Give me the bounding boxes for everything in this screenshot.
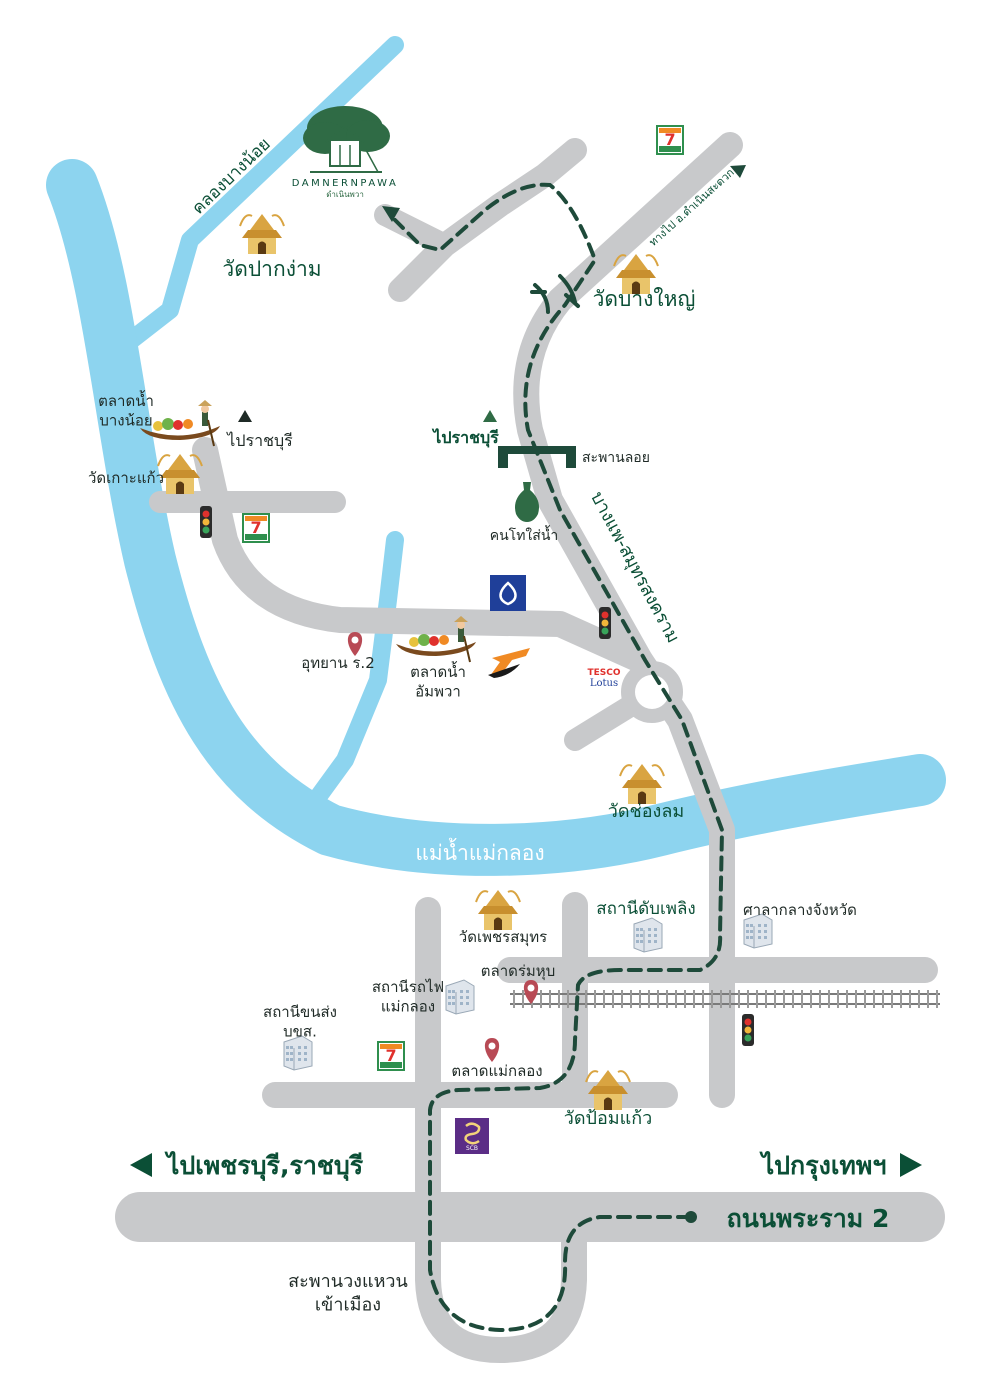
label-city-hall: ศาลากลางจังหวัด [743, 901, 857, 919]
label-to-ratchaburi-left: ไปราชบุรี [225, 431, 293, 451]
traffic-light-icon [742, 1014, 754, 1046]
mae-klong-river [46, 159, 946, 876]
building-icon [633, 917, 663, 953]
label-saphan-loi: สะพานลอย [582, 450, 650, 466]
ptt-station-icon [488, 648, 530, 678]
overpass-icon [498, 446, 576, 468]
label-ampawa-market: ตลาดน้ำอัมพวา [410, 661, 466, 701]
label-bang-noi-market: ตลาดน้ำบางน้อย [98, 390, 154, 430]
label-rom-hup-market: ตลาดร่มหุบ [481, 962, 555, 981]
traffic-light-icon [599, 607, 611, 639]
label-wat-ko-kaeo: วัดเกาะแก้ว [88, 469, 164, 487]
building-icon [283, 1035, 313, 1071]
label-khon-to-sai-nam: คนโทใส่น้ำ [490, 525, 559, 544]
building-icon [445, 979, 475, 1015]
north-arrow-icon [238, 410, 252, 422]
north-arrow-icon [483, 410, 497, 422]
svg-text:Lotus: Lotus [590, 678, 618, 689]
label-mae-klong-river: แม่น้ำแม่กลอง [415, 838, 544, 865]
label-wat-chong-lom: วัดช่องลม [608, 801, 685, 822]
label-to-bangkok: ไปกรุงเทพฯ [759, 1150, 887, 1182]
label-flyover: สะพานวงแหวนเข้าเมือง [288, 1271, 408, 1315]
bangkok-bank-icon [490, 575, 526, 611]
label-bus-station: สถานีขนส่งบขส. [263, 1003, 337, 1041]
damnernpawa-logo: DAMNERNPAWA ดำเนินพวา [292, 106, 399, 199]
label-wat-phet-samut: วัดเพชรสมุทร [459, 928, 547, 947]
khlong-ampawa-canal [296, 531, 404, 824]
label-fire-station: สถานีดับเพลิง [596, 899, 695, 919]
bridge-marker [530, 274, 580, 314]
route-start-arrow [382, 206, 400, 222]
label-wat-pak-ngam: วัดปากง่าม [222, 257, 321, 281]
map-pin-icon [484, 1038, 500, 1062]
svg-text:SCB: SCB [466, 1145, 478, 1152]
rivers [46, 36, 946, 876]
scb-bank-icon: SCB [455, 1118, 489, 1154]
label-udhayan: อุทยาน ร.2 [301, 654, 375, 673]
vase-landmark-icon [515, 482, 539, 522]
svg-text:7: 7 [664, 130, 675, 149]
seven-eleven-icon: 7 [377, 1041, 405, 1071]
arrow-left-icon [130, 1153, 152, 1177]
label-to-ratchaburi-center: ไปราชบุรี [431, 428, 499, 448]
label-wat-bang-yai: วัดบางใหญ่ [593, 287, 696, 311]
traffic-light-icon [200, 506, 212, 538]
svg-text:7: 7 [250, 518, 261, 537]
tesco-lotus-icon: TESCO Lotus [587, 668, 620, 689]
seven-eleven-icon: 7 [656, 125, 684, 155]
arrow-right-icon [900, 1153, 922, 1177]
arrow-up-right-icon [730, 165, 746, 178]
label-train-station: สถานีรถไฟแม่กลอง [372, 978, 444, 1016]
route-line [393, 182, 725, 1333]
recommended-route [393, 182, 725, 1333]
road-flyover-loop [415, 1187, 587, 1363]
brand-subtitle: ดำเนินพวา [326, 190, 364, 199]
khlong-bang-noi-canal [116, 36, 404, 354]
label-to-phetchaburi: ไปเพชรบุรี,ราชบุรี [164, 1150, 364, 1182]
svg-text:7: 7 [385, 1046, 396, 1065]
temple-icon [239, 213, 285, 255]
roundabout [621, 661, 683, 723]
seven-eleven-icon: 7 [242, 513, 270, 543]
road-damnernpawa-access [388, 138, 587, 302]
label-mae-klong-market: ตลาดแม่กลอง [451, 1062, 542, 1080]
temple-icon [475, 889, 521, 931]
road-to-ampawa [192, 437, 653, 673]
label-rama2-road: ถนนพระราม 2 [727, 1204, 890, 1233]
temple-icon [619, 763, 665, 805]
route-end-dot [685, 1211, 697, 1223]
map-pin-icon [523, 980, 539, 1004]
map-pin-icon [347, 632, 363, 656]
svg-text:TESCO: TESCO [587, 668, 620, 678]
label-wat-pom-kaeo: วัดป้อมแก้ว [564, 1108, 653, 1129]
brand-name: DAMNERNPAWA [292, 178, 399, 189]
building-icon [743, 913, 773, 949]
